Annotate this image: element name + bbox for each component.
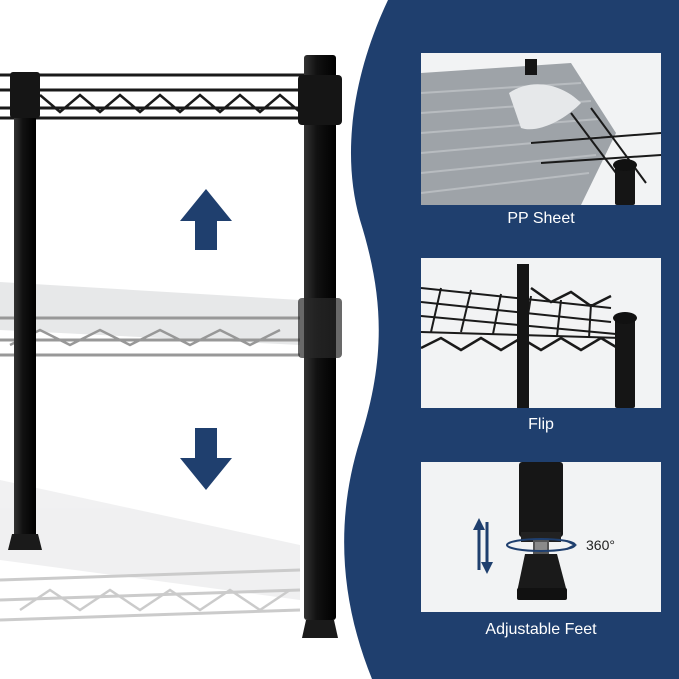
rotation-label: 360° bbox=[586, 537, 615, 553]
flip-panel bbox=[420, 257, 662, 409]
top-wire-shelf bbox=[0, 73, 305, 120]
arrow-up-icon bbox=[180, 189, 232, 250]
bottom-wire-shelf bbox=[0, 480, 301, 622]
caption-pp-sheet: PP Sheet bbox=[507, 210, 575, 227]
pp-sheet-illustration bbox=[421, 53, 661, 205]
adjustable-feet-illustration bbox=[421, 462, 661, 612]
adjustable-feet-panel bbox=[420, 461, 662, 613]
front-pole bbox=[298, 55, 342, 638]
pp-sheet-panel bbox=[420, 52, 662, 206]
caption-adjustable-feet: Adjustable Feet bbox=[485, 621, 597, 638]
middle-wire-shelf bbox=[0, 282, 300, 357]
rotate-icon bbox=[506, 538, 578, 552]
back-pole bbox=[8, 72, 42, 550]
caption-flip: Flip bbox=[528, 416, 554, 433]
arrow-down-icon bbox=[180, 428, 232, 490]
flip-illustration bbox=[421, 258, 661, 408]
height-adjust-icon bbox=[473, 518, 493, 574]
